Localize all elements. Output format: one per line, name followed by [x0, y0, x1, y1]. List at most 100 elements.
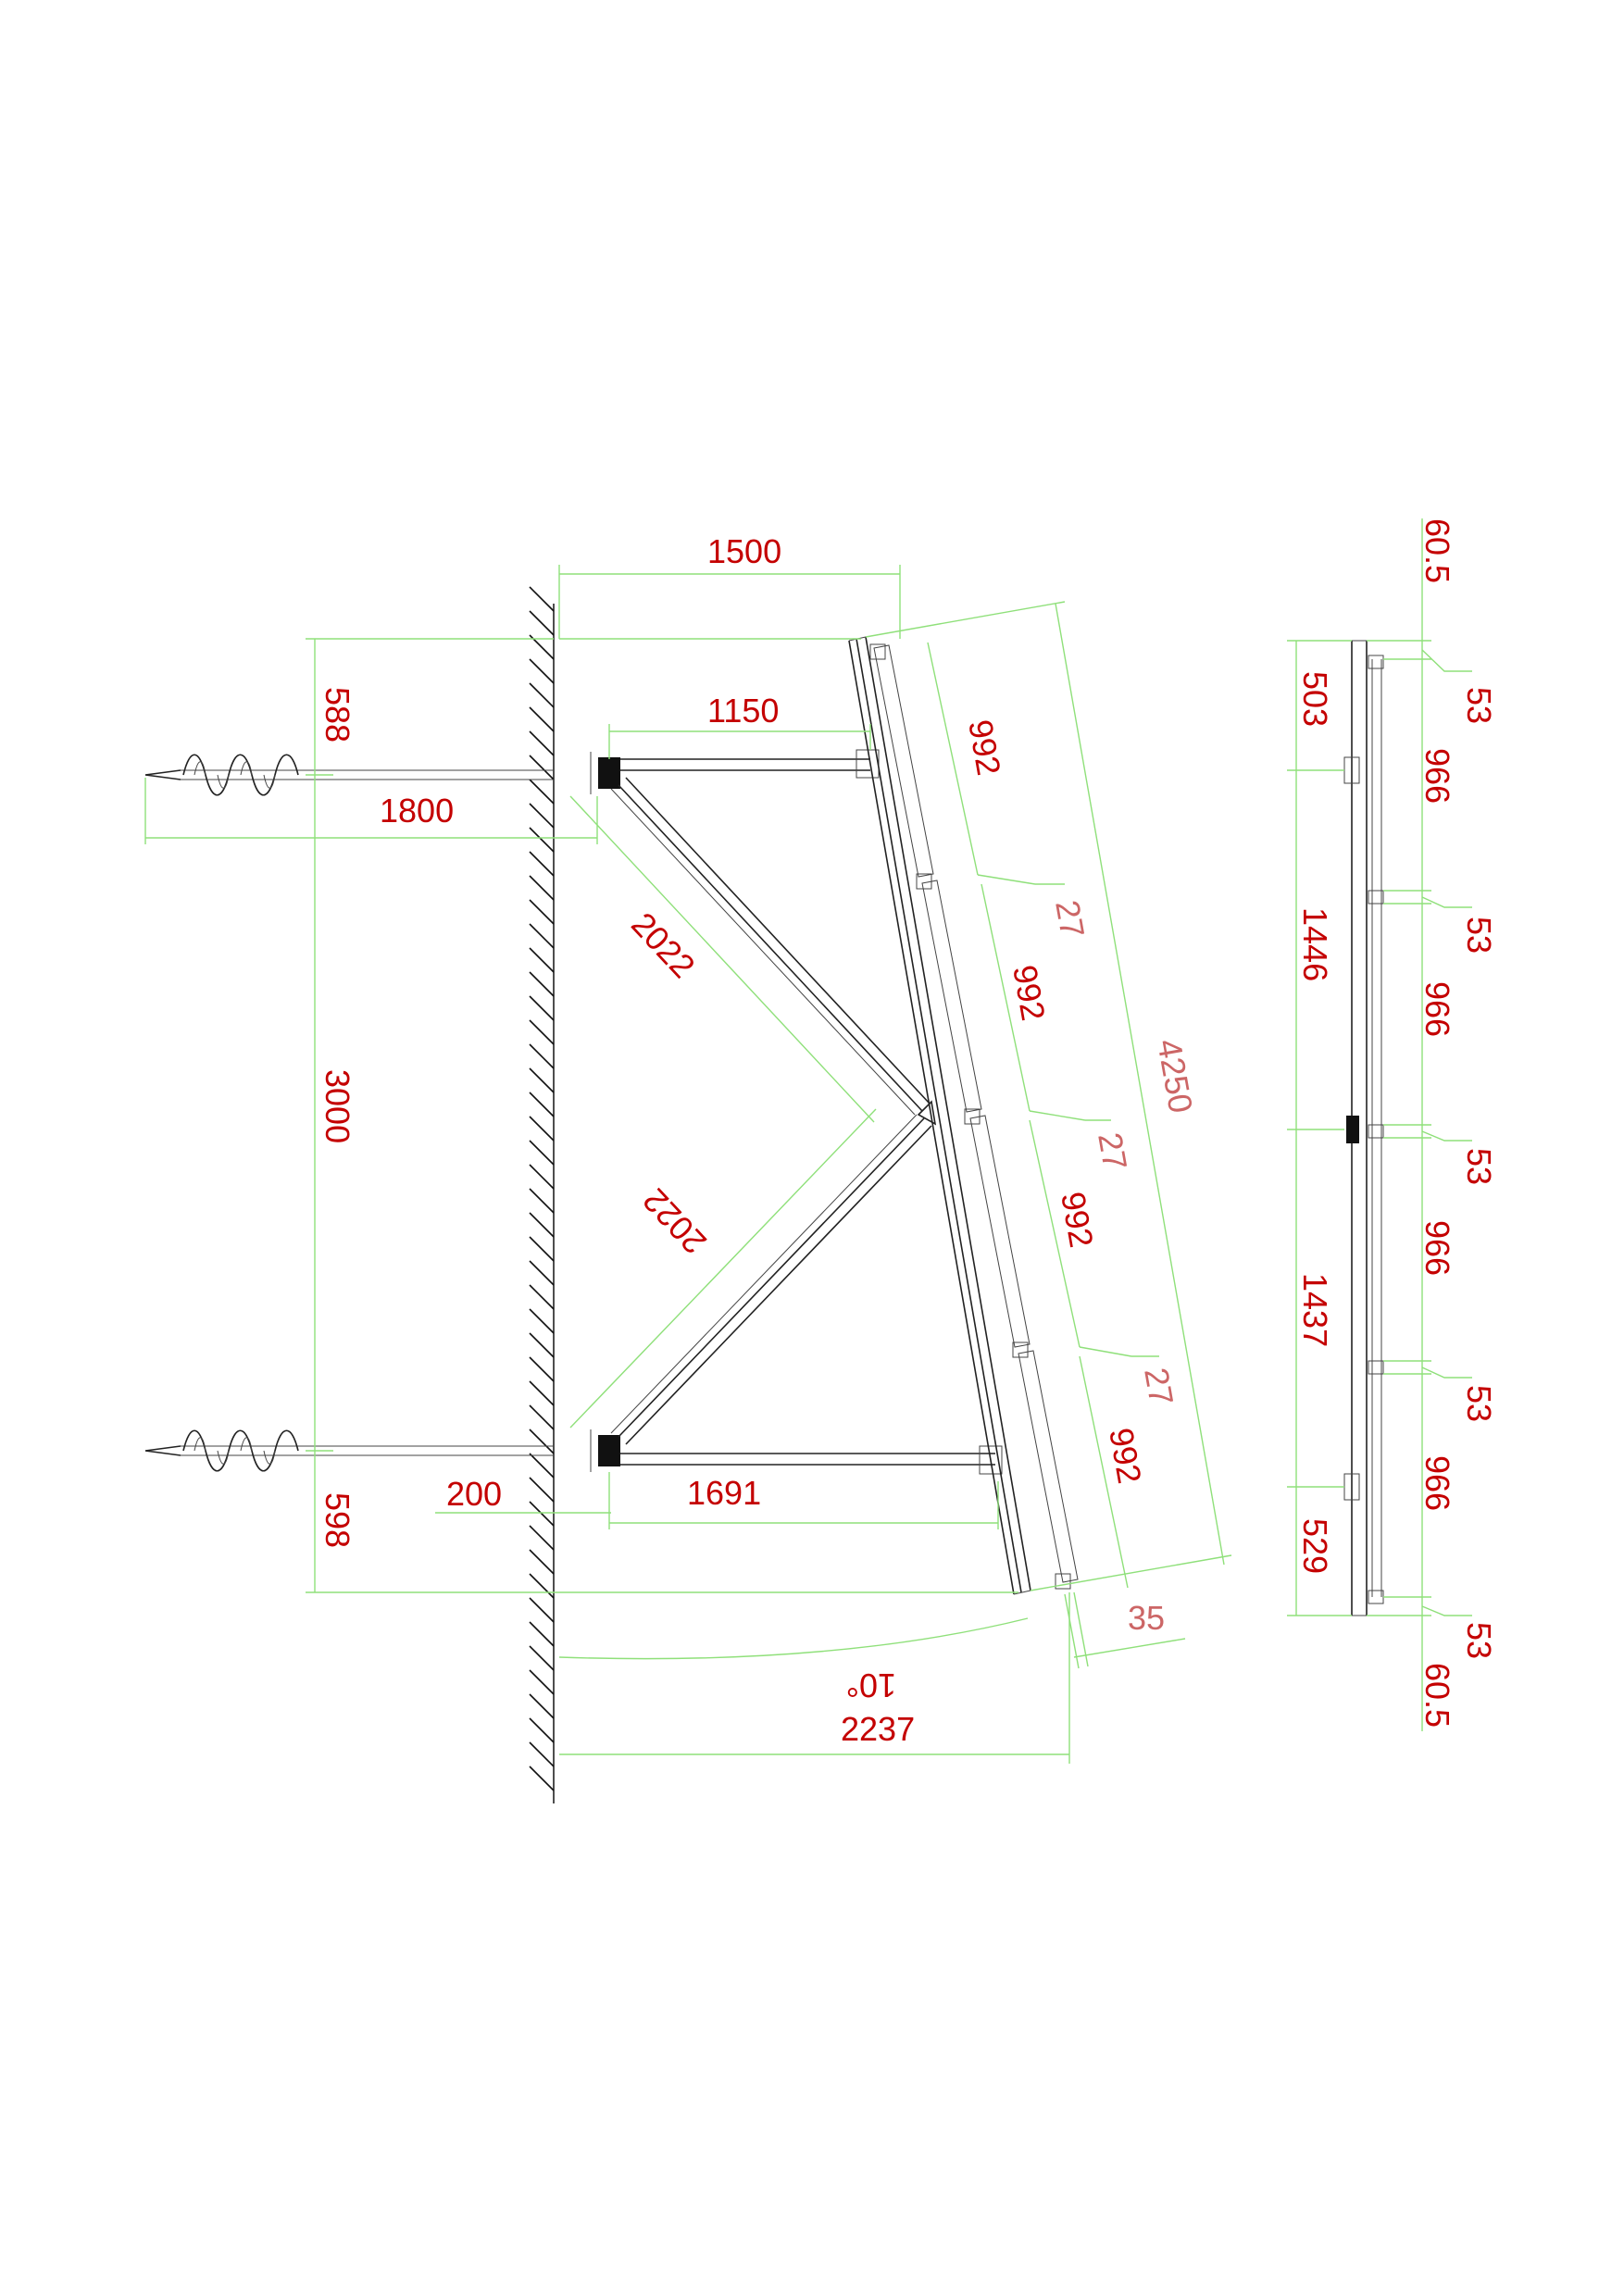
- hatch-line: [529, 1284, 555, 1310]
- dim-total-slope: 4250: [1150, 1036, 1200, 1116]
- side-gap-2: 53: [1460, 917, 1498, 954]
- frame-structure: [590, 636, 1031, 1595]
- hatch-line: [529, 1621, 555, 1647]
- dim-upper-arm: 1150: [707, 692, 779, 730]
- dim-gap-2: 27: [1091, 1129, 1134, 1173]
- hatch-line: [529, 1188, 555, 1214]
- hatch-line: [529, 1549, 555, 1575]
- side-top-margin: 60.5: [1418, 518, 1456, 583]
- hatch-line: [529, 682, 555, 708]
- hatch-line: [529, 1429, 555, 1454]
- panel-module: [1018, 1350, 1079, 1583]
- hatch-line: [529, 1380, 555, 1406]
- hatch-line: [529, 1043, 555, 1069]
- hatch-line: [529, 995, 555, 1021]
- side-rail-4: 529: [1296, 1518, 1334, 1574]
- hatch-line: [529, 803, 555, 829]
- side-panel-2: 966: [1418, 981, 1456, 1037]
- dim-panel-4: 992: [1102, 1425, 1149, 1486]
- hatch-line: [529, 1019, 555, 1045]
- dim-tilt-angle: 10°: [846, 1666, 896, 1704]
- hatch-line: [529, 1669, 555, 1695]
- side-gap-4: 53: [1460, 1385, 1498, 1422]
- hatch-line: [529, 1501, 555, 1527]
- dim-panel-1: 992: [961, 717, 1008, 778]
- solar-panels: [869, 643, 1079, 1590]
- hatch-line: [529, 1212, 555, 1238]
- dim-lower-offset: 598: [319, 1492, 356, 1548]
- hatch-line: [529, 1717, 555, 1743]
- lower-mount-block: [598, 1435, 620, 1466]
- hatch-line: [529, 923, 555, 949]
- dimension-labels: 1500 1150 588 1800 2022 3000 2022 598 20…: [319, 518, 1498, 1748]
- side-gap-5: 53: [1460, 1622, 1498, 1659]
- hatch-line: [529, 1453, 555, 1479]
- hatch-line: [529, 706, 555, 732]
- hatch-line: [529, 1236, 555, 1262]
- dim-panel-2: 992: [1006, 962, 1053, 1023]
- hatch-line: [529, 1693, 555, 1719]
- dim-top-width: 1500: [707, 532, 781, 570]
- hatch-line: [529, 1404, 555, 1430]
- side-panel-1: 966: [1418, 748, 1456, 804]
- panel-module: [873, 644, 934, 878]
- wall: [529, 586, 555, 1803]
- dim-panel-3: 992: [1054, 1189, 1101, 1250]
- hatch-line: [529, 875, 555, 901]
- dim-upper-offset: 588: [319, 687, 356, 742]
- side-rail-2: 1446: [1296, 907, 1334, 981]
- upper-mount-block: [598, 757, 620, 789]
- panel-module: [921, 880, 982, 1113]
- hatch-line: [529, 586, 555, 612]
- hatch-line: [529, 1116, 555, 1142]
- hatch-line: [529, 1260, 555, 1286]
- hatch-line: [529, 1573, 555, 1599]
- hatch-line: [529, 827, 555, 853]
- hatch-line: [529, 971, 555, 997]
- hatch-line: [529, 1525, 555, 1551]
- dim-lower-brace: 2022: [635, 1181, 714, 1262]
- hatch-line: [529, 610, 555, 636]
- dim-vertical-span: 3000: [319, 1069, 356, 1143]
- hatch-line: [529, 730, 555, 756]
- hatch-line: [529, 1332, 555, 1358]
- side-gap-1: 53: [1460, 687, 1498, 724]
- dim-anchor-length: 1800: [380, 792, 454, 830]
- dim-edge-offset: 35: [1128, 1599, 1165, 1637]
- side-gap-3: 53: [1460, 1148, 1498, 1185]
- hatch-line: [529, 1356, 555, 1382]
- hatch-line: [529, 755, 555, 780]
- side-rail-1: 503: [1296, 671, 1334, 727]
- hatch-line: [529, 851, 555, 877]
- hatch-line: [529, 1766, 555, 1791]
- dim-gap-3: 27: [1137, 1365, 1181, 1408]
- hatch-line: [529, 947, 555, 973]
- hatch-line: [529, 1597, 555, 1623]
- dim-gap-1: 27: [1048, 897, 1092, 941]
- hatch-line: [529, 779, 555, 805]
- hatch-line: [529, 1140, 555, 1166]
- hatch-line: [529, 1067, 555, 1093]
- hatch-line: [529, 899, 555, 925]
- side-view: [1287, 518, 1472, 1731]
- hatch-line: [529, 1308, 555, 1334]
- side-panel-3: 966: [1418, 1220, 1456, 1276]
- ground-screw-lower: [144, 1429, 554, 1472]
- hatch-line: [529, 1092, 555, 1117]
- hatch-line: [529, 1741, 555, 1767]
- ground-screw-upper: [144, 754, 554, 796]
- hatch-line: [529, 1164, 555, 1190]
- dim-wall-offset: 200: [446, 1475, 502, 1513]
- side-rail-3: 1437: [1296, 1273, 1334, 1347]
- hatch-line: [529, 1645, 555, 1671]
- side-panel-4: 966: [1418, 1455, 1456, 1511]
- hatch-line: [529, 658, 555, 684]
- dim-base-width: 2237: [841, 1710, 915, 1748]
- side-bottom-margin: 60.5: [1418, 1663, 1456, 1728]
- dim-upper-brace: 2022: [624, 905, 703, 985]
- hatch-line: [529, 1477, 555, 1503]
- panel-module: [969, 1115, 1031, 1348]
- dimension-lines: [144, 565, 1232, 1764]
- dim-lower-arm: 1691: [687, 1474, 761, 1512]
